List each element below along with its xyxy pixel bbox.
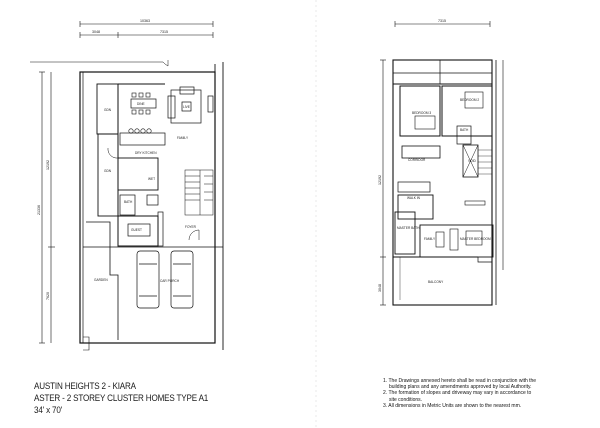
dim-first-depth: 12192: [378, 175, 382, 185]
first-floor-plan: [380, 21, 504, 306]
dim-side: 3048: [92, 30, 100, 34]
note-2: 2. The formation of slopes and driveway …: [383, 390, 532, 397]
first-left-dimension: [380, 59, 386, 306]
note-3: 3. All dimensions in Metric Units are sh…: [383, 402, 522, 409]
dim-house-depth: 12192: [46, 160, 50, 170]
room-label: DINE: [137, 102, 145, 106]
first-top-dimension: [394, 21, 491, 27]
ground-floor-plan: [30, 21, 224, 351]
room-label: WET: [148, 177, 155, 181]
project-name: AUSTIN HEIGHTS 2 - KIARA: [34, 381, 136, 391]
room-label: LIVE: [183, 105, 190, 109]
lot-size: 34' x 70': [34, 405, 63, 415]
room-label: CORRIDOR: [408, 158, 426, 162]
ground-labels: 10363 3048 7315 21336 12192 7620 GDN DIN…: [37, 19, 197, 300]
room-label: BATH: [460, 128, 469, 132]
note-2-cont: site conditions.: [389, 396, 423, 403]
dim-overall-width: 10363: [140, 19, 150, 23]
room-label: BEDROOM 3: [412, 111, 431, 115]
dim-house-width: 7315: [160, 30, 168, 34]
ground-left-dimensions: [39, 71, 55, 344]
notes: 1. The Drawings annexed hereto shall be …: [383, 378, 593, 409]
dim-porch-depth: 7620: [46, 292, 50, 300]
room-label: GDN: [104, 108, 112, 112]
dim-first-width: 7315: [438, 19, 446, 23]
room-label: CAR PORCH: [160, 279, 180, 283]
car-icon: [136, 250, 160, 309]
house-type: ASTER - 2 STOREY CLUSTER HOMES TYPE A1: [34, 393, 209, 403]
dim-overall-depth: 21336: [37, 205, 41, 215]
room-label: BEDROOM 2: [460, 98, 479, 102]
room-label: DRY KITCHEN: [135, 151, 157, 155]
first-labels: 7315 12192 3048 BEDROOM 3 BEDROOM 2 BATH…: [378, 19, 491, 292]
room-label: GARDEN: [94, 278, 108, 282]
room-label: FOYER: [185, 225, 197, 229]
room-label: BALCONY: [428, 280, 444, 284]
dim-balcony: 3048: [378, 284, 382, 292]
room-label: GUEST: [131, 228, 142, 232]
room-label: GDN: [104, 169, 112, 173]
room-label: MASTER BATH: [397, 226, 420, 230]
room-label: WALK IN: [407, 196, 421, 200]
car-icon: [170, 250, 194, 309]
note-1-cont: building plans and any amendments approv…: [389, 384, 532, 391]
room-label: FAMILY: [177, 136, 189, 140]
room-label: FAMILY: [424, 237, 436, 241]
note-1: 1. The Drawings annexed hereto shall be …: [383, 378, 537, 384]
room-label: VOID: [468, 159, 476, 163]
room-label: BATH: [124, 200, 133, 204]
room-label: MASTER BEDROOM: [460, 237, 491, 241]
ground-top-dimensions: [79, 21, 214, 38]
